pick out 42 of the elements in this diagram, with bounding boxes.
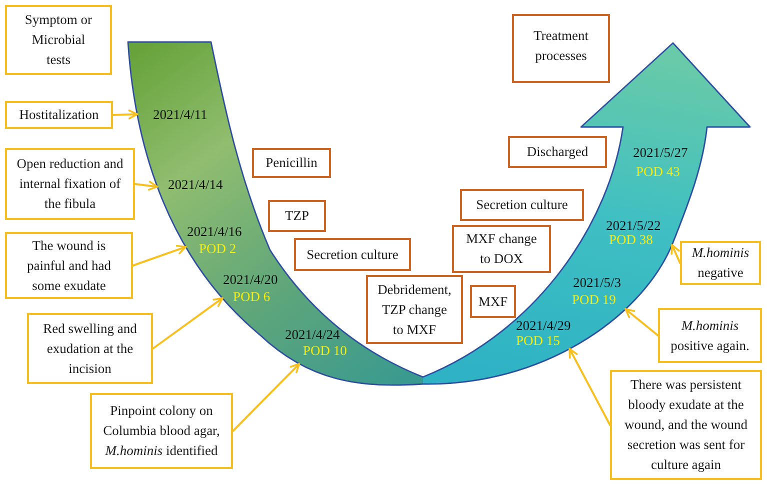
date-label: 2021/4/16 [187, 224, 242, 239]
leader-arrow [670, 244, 681, 264]
date-label: 2021/4/29 [516, 318, 571, 333]
date-label: 2021/5/27 [633, 145, 688, 160]
postoperative-day-label: POD 38 [609, 232, 653, 247]
symptom-box: There was persistent bloody exudate at the wound, and the wound secretion was sent for culture again [610, 370, 762, 480]
category-box: Symptom or Microbial tests [5, 5, 112, 75]
treatment-box: Secretion culture [294, 238, 411, 271]
symptom-box: Hostitalization [5, 101, 113, 129]
date-label: 2021/4/24 [285, 327, 340, 342]
treatment-box: Secretion culture [460, 189, 584, 221]
treatment-box: MXF change to DOX [452, 225, 551, 273]
symptom-box: Red swelling and exudation at the incision [27, 313, 153, 384]
date-label: 2021/4/20 [223, 272, 278, 287]
postoperative-day-label: POD 19 [572, 292, 616, 307]
leader-arrow [152, 297, 224, 350]
treatment-box: TZP [268, 200, 326, 232]
symptom-box: M.hominis negative [680, 241, 761, 285]
date-label: 2021/4/11 [153, 107, 208, 122]
leader-arrow [624, 308, 659, 336]
symptom-box: Open reduction and internal fixation of the fibula [5, 148, 135, 220]
postoperative-day-label: POD 43 [636, 164, 680, 179]
leader-arrow [112, 110, 138, 120]
symptom-box: Pinpoint colony on Columbia blood agar, M.hominis identified [90, 393, 233, 469]
leader-arrow [134, 180, 158, 191]
treatment-box: Debridement, TZP change to MXF [366, 275, 463, 344]
postoperative-day-label: POD 10 [303, 343, 347, 358]
postoperative-day-label: POD 2 [199, 241, 236, 256]
date-label: 2021/4/14 [168, 177, 223, 192]
leader-arrow [568, 348, 611, 426]
treatment-box: MXF [470, 285, 516, 318]
treatment-box: Discharged [508, 136, 607, 168]
date-label: 2021/5/22 [606, 218, 661, 233]
symptom-box: M.hominis positive again. [658, 308, 762, 363]
leader-arrow [132, 244, 187, 266]
treatment-box: Penicillin [252, 148, 331, 178]
symptom-box: The wound is painful and had some exudate [5, 232, 133, 299]
leader-arrow [232, 362, 300, 432]
category-box: Treatment processes [512, 14, 610, 83]
postoperative-day-label: POD 6 [233, 289, 270, 304]
date-label: 2021/5/3 [573, 275, 622, 290]
postoperative-day-label: POD 15 [516, 333, 560, 348]
